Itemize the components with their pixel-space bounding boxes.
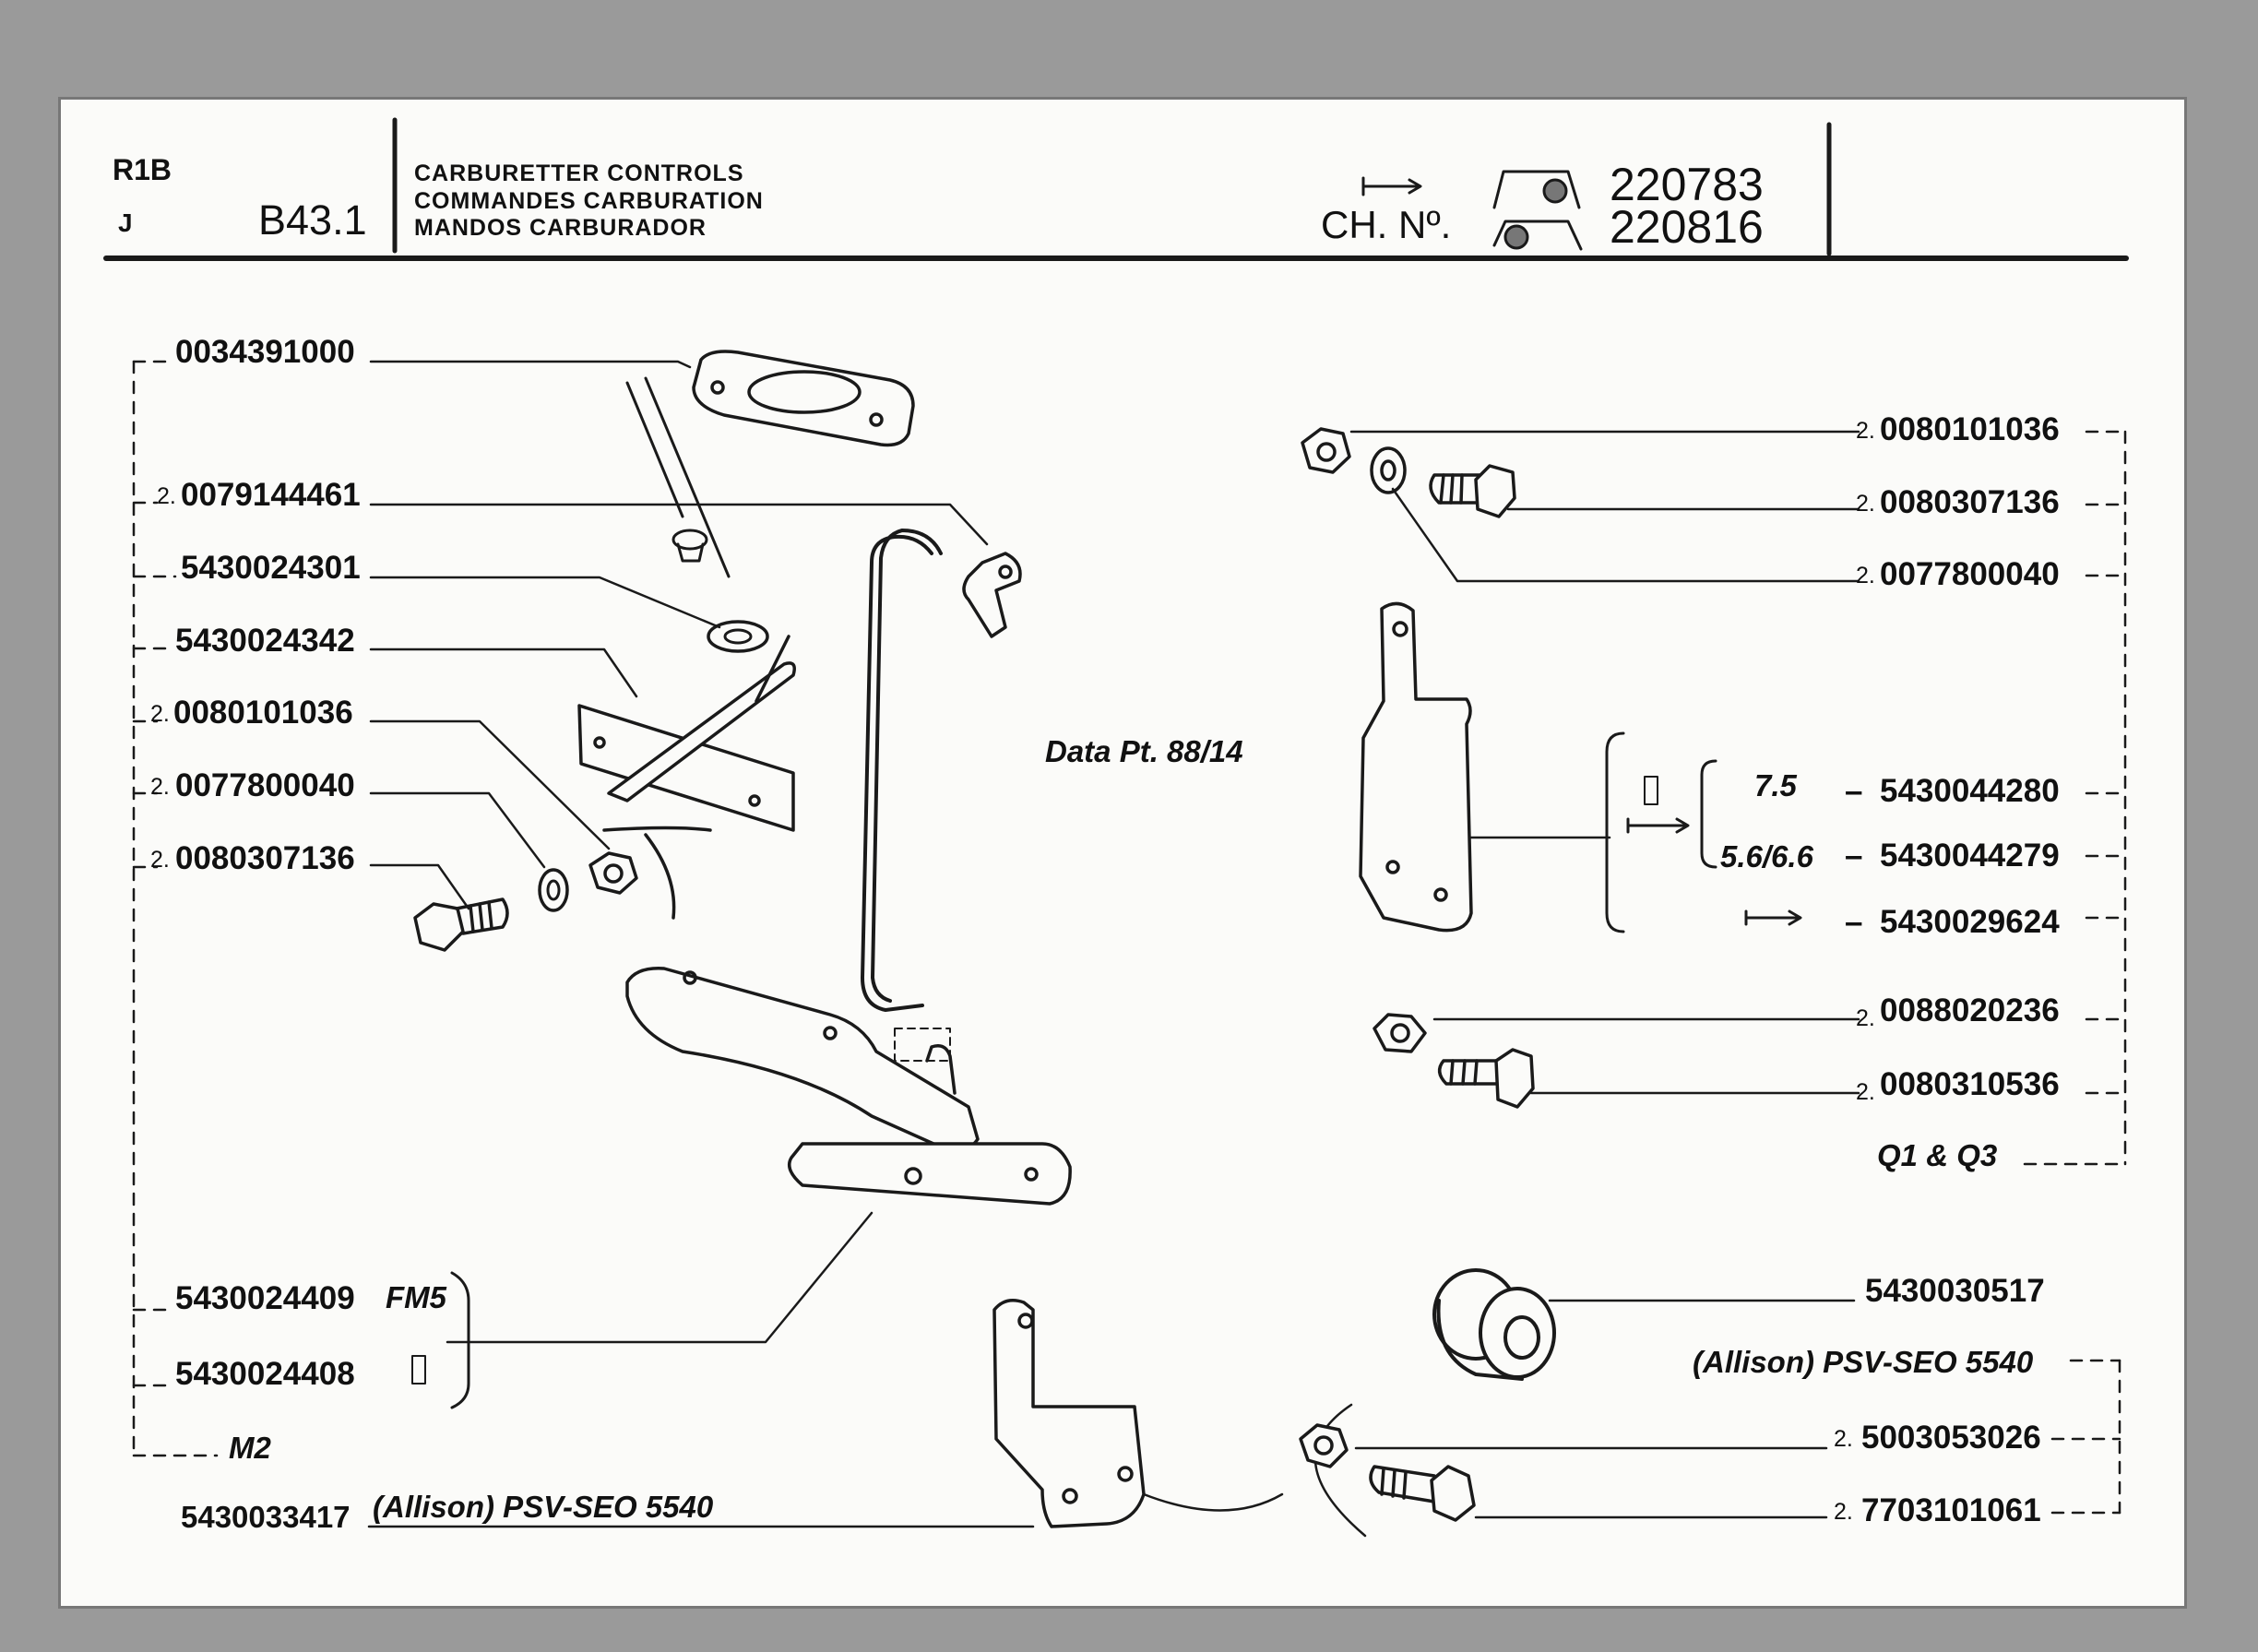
- mounting-bracket: [992, 1299, 1146, 1528]
- throttle-plate: [1359, 601, 1473, 933]
- title-en: CARBURETTER CONTROLS: [414, 160, 744, 186]
- qty-prefix: 2.: [150, 774, 170, 800]
- flange-gasket: [692, 350, 915, 447]
- part-number: 5430024409: [175, 1280, 355, 1316]
- rod-clip: [962, 552, 1022, 638]
- part-description: (Allison) PSV-SEO 5540: [1693, 1345, 2034, 1379]
- bushing: [1432, 1268, 1556, 1381]
- locknut: [588, 826, 712, 920]
- model-code: R1B: [113, 153, 172, 186]
- qty-prefix: 2.: [1834, 1499, 1853, 1525]
- qty-prefix: 2.: [150, 847, 170, 873]
- page-code: B43.1: [258, 196, 367, 244]
- qty-prefix: 2.: [1834, 1426, 1853, 1452]
- qty-prefix: 2.: [157, 483, 176, 509]
- data-note: Data Pt. 88/14: [1045, 734, 1243, 768]
- dash: –: [1845, 904, 1863, 940]
- title-es: MANDOS CARBURADOR: [414, 215, 707, 241]
- qty-prefix: 2.: [150, 701, 170, 727]
- group-tag: Q1 & Q3: [1877, 1138, 1998, 1172]
- qty-prefix: 2.: [1856, 491, 1875, 517]
- control-rod: [861, 529, 943, 1012]
- variant-code: J: [118, 208, 133, 237]
- part-number: 0080310536: [1880, 1066, 2060, 1102]
- part-number: 5430044280: [1880, 773, 2060, 809]
- part-number: 5430033417: [181, 1500, 351, 1534]
- catalogue-sheet: [61, 100, 2184, 1606]
- part-number: 5430029624: [1880, 904, 2060, 940]
- part-number: 0077800040: [1880, 556, 2060, 592]
- dash: –: [1845, 838, 1863, 874]
- part-number: 0080101036: [1880, 411, 2060, 447]
- size-label: 7.5: [1754, 768, 1797, 802]
- part-number: 0079144461: [181, 477, 361, 513]
- qty-prefix: 2.: [1856, 1079, 1875, 1105]
- part-number: 5430024342: [175, 623, 355, 659]
- part-number: 7703101061: [1861, 1492, 2041, 1528]
- chassis-from: 220783: [1610, 159, 1764, 210]
- pedal-bracket: [625, 967, 1072, 1206]
- chassis-label: CH. Nº.: [1321, 203, 1452, 246]
- qty-prefix: 2.: [1856, 563, 1875, 588]
- part-number: 5430024408: [175, 1356, 355, 1392]
- size-label: 5.6/6.6: [1720, 839, 1813, 874]
- part-number: 0080307136: [175, 840, 355, 876]
- part-number: 0088020236: [1880, 992, 2060, 1028]
- lever-plate: [577, 635, 796, 832]
- bolt: [413, 897, 509, 952]
- title-fr: COMMANDES CARBURATION: [414, 188, 764, 214]
- part-number: 5003053026: [1861, 1420, 2041, 1456]
- part-number: 5430044279: [1880, 838, 2060, 874]
- variant-tag: M2: [229, 1431, 271, 1465]
- part-number: 0034391000: [175, 334, 355, 370]
- qty-prefix: 2.: [1856, 418, 1875, 444]
- qty-prefix: 2.: [1856, 1005, 1875, 1031]
- chassis-to: 220816: [1610, 201, 1764, 253]
- variant-tag: FM5: [386, 1280, 446, 1314]
- chassis-symbols: [1361, 170, 1583, 251]
- part-number: 5430030517: [1865, 1273, 2045, 1309]
- part-number: 0077800040: [175, 767, 355, 803]
- part-number: 0080101036: [173, 695, 353, 731]
- dash: –: [1845, 773, 1863, 809]
- part-number: 0080307136: [1880, 484, 2060, 520]
- part-number: 5430024301: [181, 550, 361, 586]
- part-description: (Allison) PSV-SEO 5540: [373, 1490, 714, 1524]
